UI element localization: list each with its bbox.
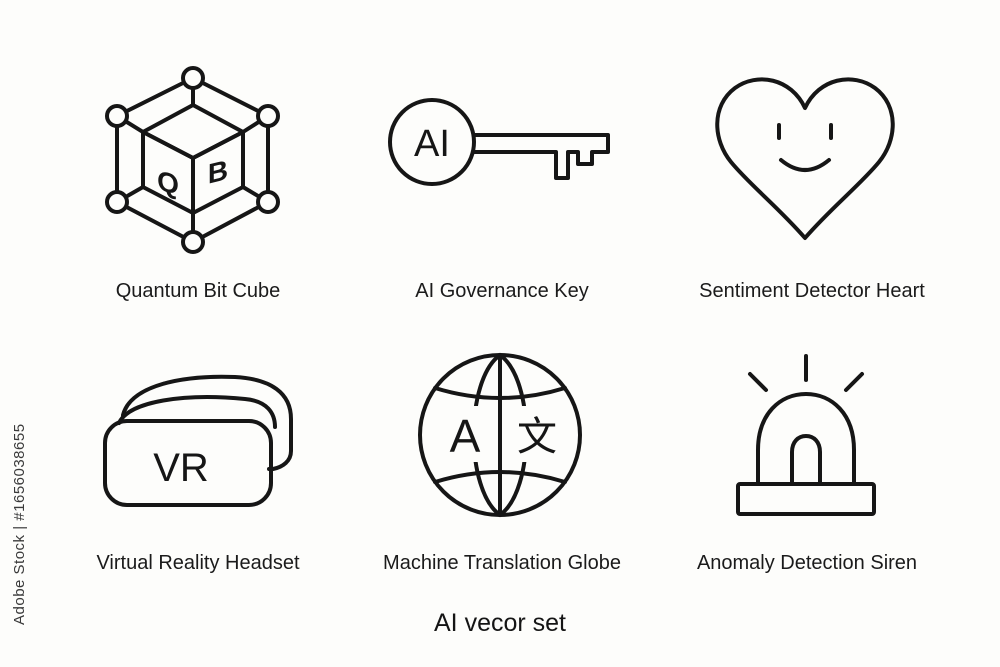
globe-cjk-letter: 文 bbox=[517, 415, 557, 459]
machine-translation-globe-icon: A 文 bbox=[418, 353, 582, 517]
icon-label-quantum-bit-cube: Quantum Bit Cube bbox=[115, 280, 281, 302]
anomaly-detection-siren-icon bbox=[736, 354, 876, 516]
stock-id-watermark: Adobe Stock | #1656038655 bbox=[11, 423, 28, 625]
icon-label-machine-translation-globe: Machine Translation Globe bbox=[383, 552, 621, 574]
virtual-reality-headset-icon: VR bbox=[103, 374, 293, 507]
icon-label-sentiment-detector-heart: Sentiment Detector Heart bbox=[699, 280, 925, 302]
icon-label-ai-governance-key: AI Governance Key bbox=[415, 280, 589, 302]
headset-letters: VR bbox=[153, 446, 209, 490]
ai-governance-key-icon: AI bbox=[388, 98, 610, 186]
cube-letter-left: Q bbox=[157, 165, 179, 202]
globe-latin-letter: A bbox=[450, 410, 481, 462]
quantum-bit-cube-icon: Q B bbox=[105, 66, 280, 254]
sentiment-detector-heart-icon bbox=[715, 77, 895, 240]
cube-letter-right: B bbox=[208, 154, 228, 191]
icon-label-anomaly-detection-siren: Anomaly Detection Siren bbox=[696, 552, 918, 574]
key-letters: AI bbox=[414, 123, 450, 165]
icon-label-virtual-reality-headset: Virtual Reality Headset bbox=[96, 552, 300, 574]
set-title: AI vecor set bbox=[434, 609, 566, 637]
